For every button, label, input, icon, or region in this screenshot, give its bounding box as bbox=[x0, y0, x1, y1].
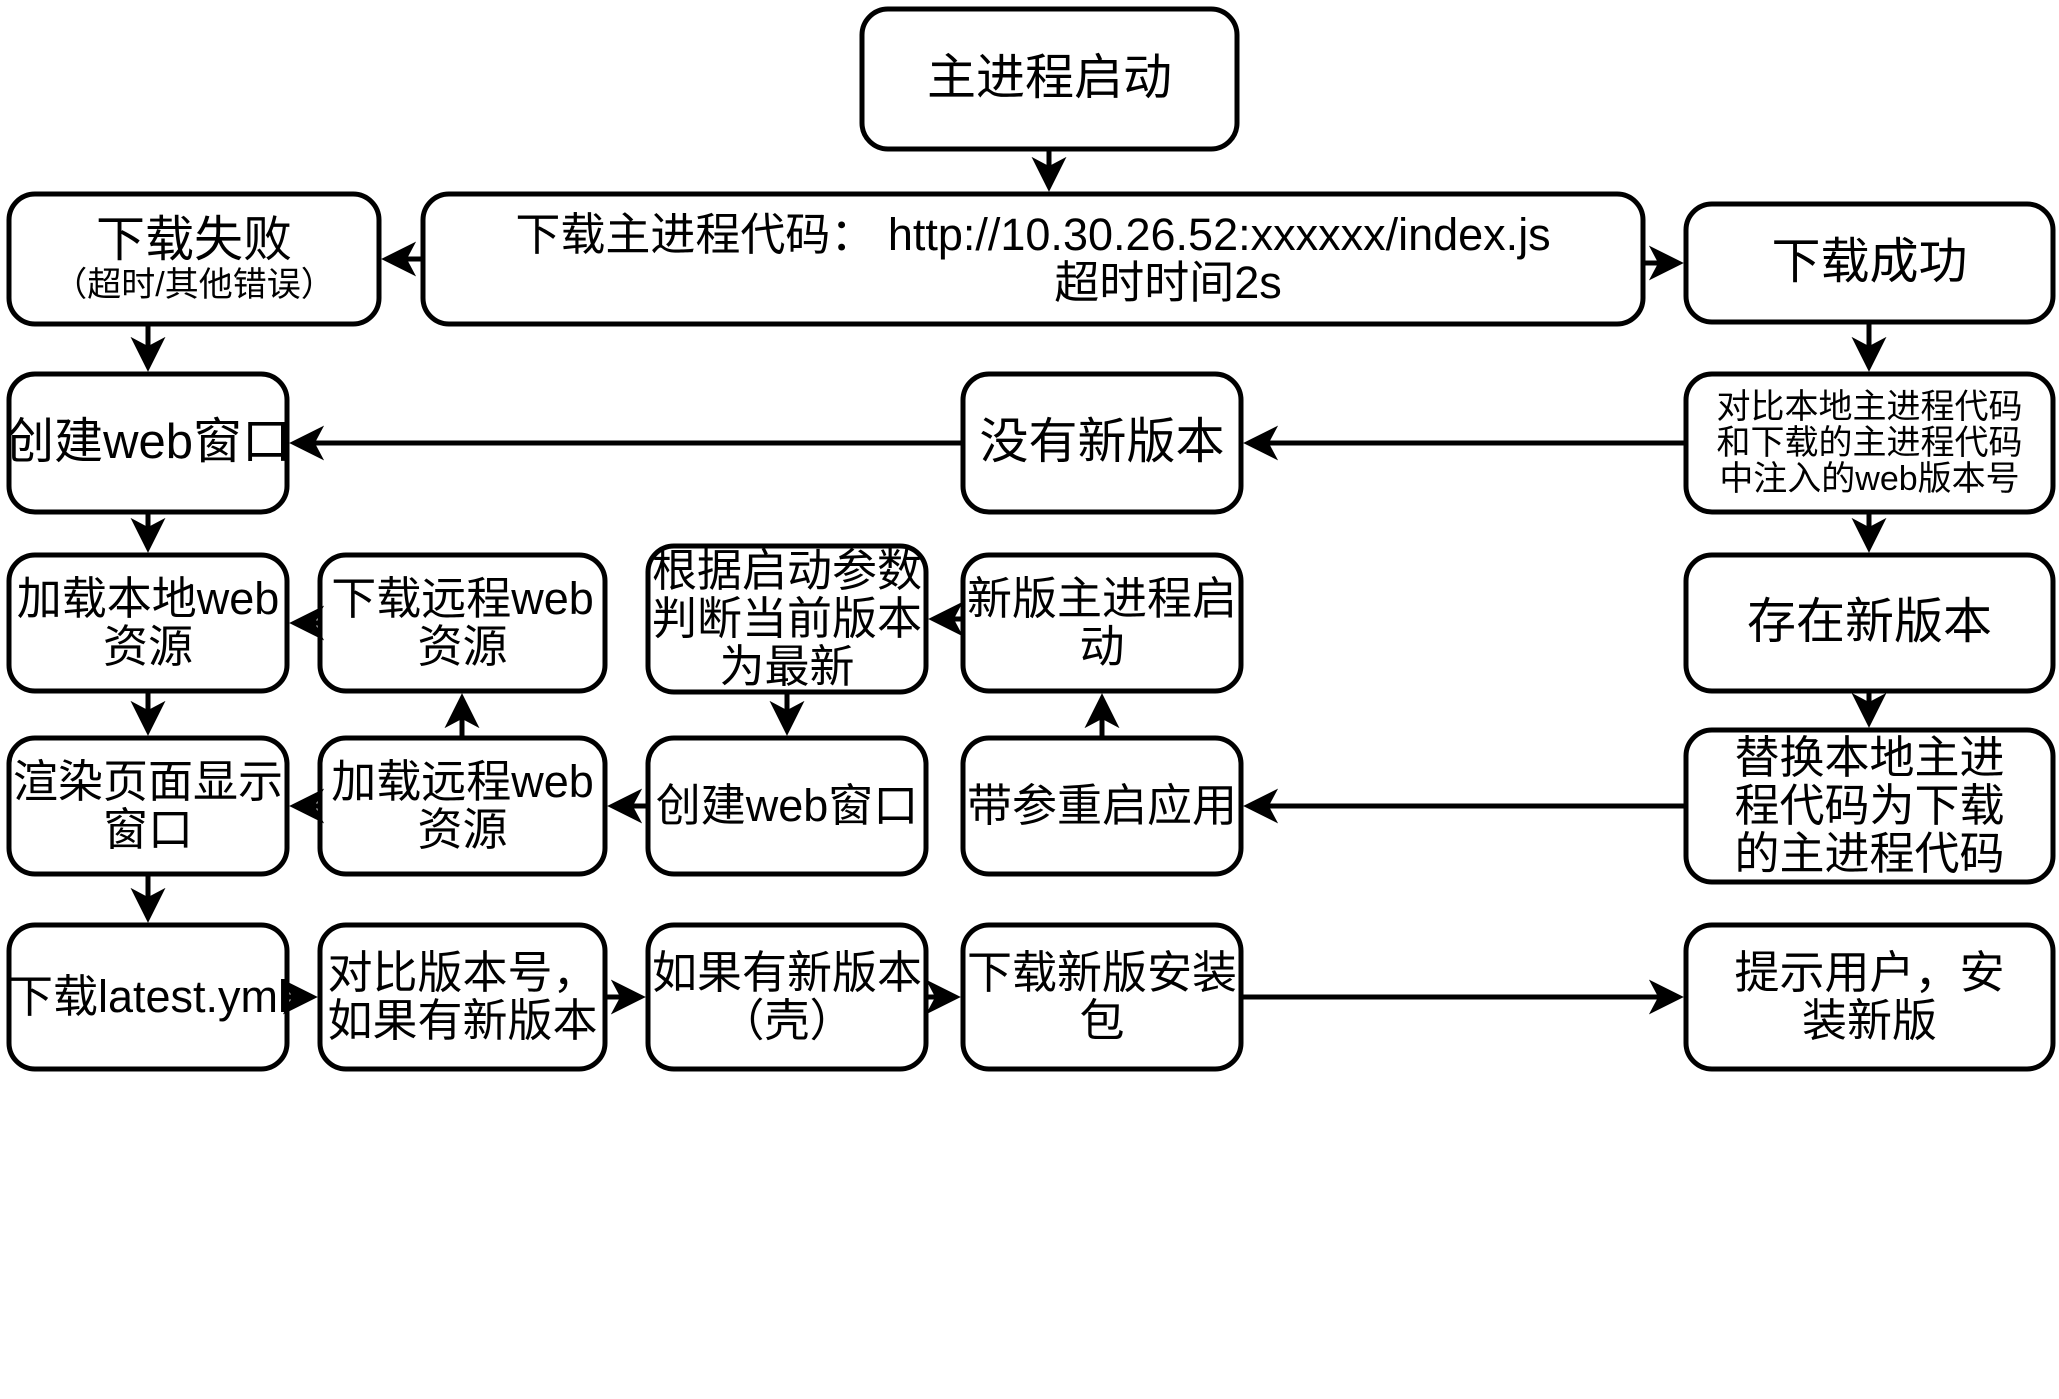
node-box-create-web-window-local[interactable] bbox=[6, 371, 290, 515]
node-box-has-new-version[interactable] bbox=[1683, 552, 2056, 694]
node-box-replace-local-main-process-code[interactable] bbox=[1683, 727, 2056, 885]
node-box-compare-injected-web-version[interactable] bbox=[1683, 371, 2056, 515]
node-box-download-success[interactable] bbox=[1683, 201, 2056, 325]
node-box-judge-current-version-latest[interactable] bbox=[645, 543, 929, 695]
node-box-compare-version-number[interactable] bbox=[317, 922, 608, 1072]
node-box-download-main-process-code[interactable] bbox=[420, 191, 1646, 327]
node-box-main-process-start[interactable] bbox=[859, 6, 1240, 152]
node-box-download-remote-web-resources[interactable] bbox=[317, 552, 608, 694]
node-box-load-local-web-resources[interactable] bbox=[6, 552, 290, 694]
node-box-create-web-window-remote[interactable] bbox=[645, 735, 929, 877]
node-box-new-main-process-start[interactable] bbox=[960, 552, 1244, 694]
node-box-prompt-user-install-new-version[interactable] bbox=[1683, 922, 2056, 1072]
node-box-if-new-shell-version[interactable] bbox=[645, 922, 929, 1072]
node-box-download-failed[interactable] bbox=[6, 191, 382, 327]
node-box-download-new-installer-package[interactable] bbox=[960, 922, 1244, 1072]
node-box-download-latest-yml[interactable] bbox=[6, 922, 290, 1072]
node-box-load-remote-web-resources[interactable] bbox=[317, 735, 608, 877]
node-box-no-new-version[interactable] bbox=[960, 371, 1244, 515]
node-box-restart-app-with-args[interactable] bbox=[960, 735, 1244, 877]
node-box-render-page-show-window[interactable] bbox=[6, 735, 290, 877]
